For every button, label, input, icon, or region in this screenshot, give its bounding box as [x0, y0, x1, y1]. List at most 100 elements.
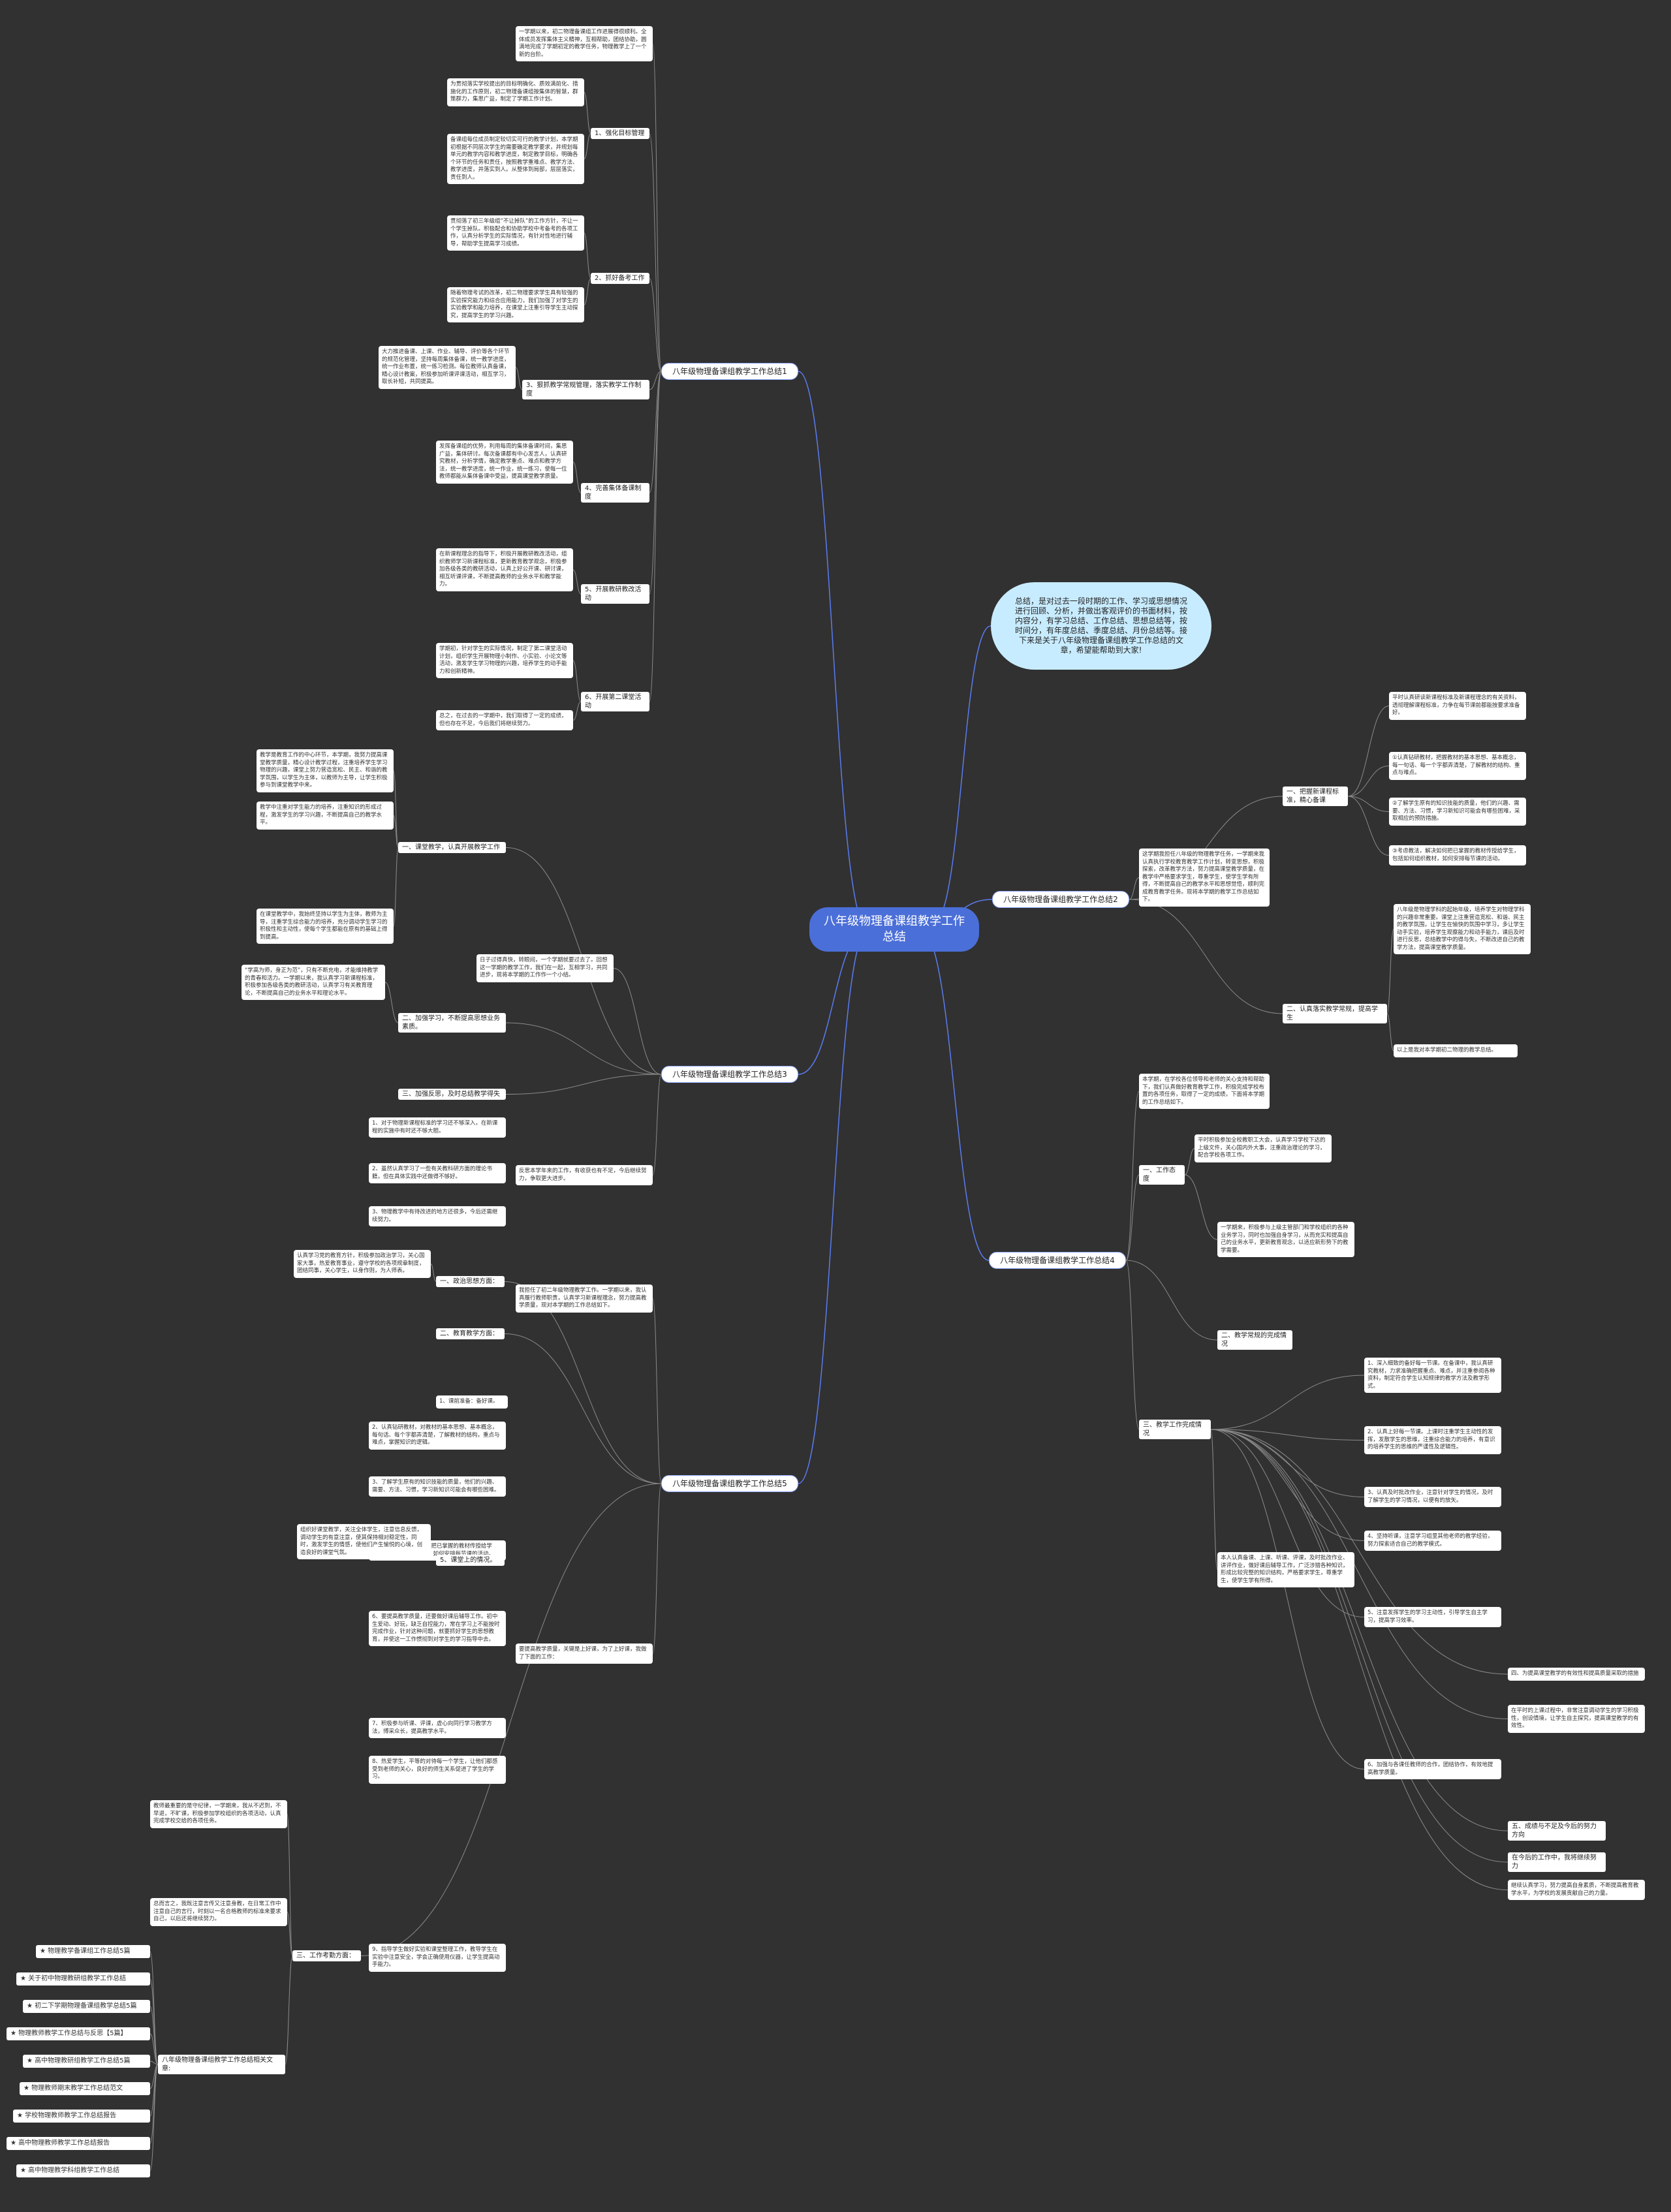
connector-line	[430, 1264, 437, 1282]
connector-line	[798, 371, 869, 930]
connector-line	[285, 1955, 293, 2065]
branch-5-item-2-text-9: 9、指导学生做好实验和课堂整理工作，教导学生在实验中注意安全，学会正确使用仪器，…	[369, 1944, 506, 1972]
branch-1-item-2-text-2: 随着物理考试的改革，初二物理要求学生具有较强的实验探究能力和综合应用能力，我们加…	[447, 287, 584, 322]
branch-3-item-3-text-1: 1、对于物理新课程标准的学习还不够深入，在新课程的实施中有时还不够大胆。	[369, 1117, 506, 1138]
branch-5-item-2-text-7: 7、积极参与听课、评课，虚心向同行学习教学方法，博采众长，提高教学水平。	[369, 1718, 506, 1738]
branch-4-item-3-text-1: 1、深入细致的备好每一节课。在备课中，我认真研究教材，力求准确把握重点、难点，并…	[1364, 1358, 1501, 1393]
related-article-link[interactable]: ★ 初二下学期物理备课组教学总结5篇	[23, 2000, 150, 2013]
branch-1-item-1[interactable]: 1、强化目标管理	[591, 128, 649, 139]
branch-5-item-1[interactable]: 一、政治思想方面：	[436, 1276, 505, 1287]
connector-line	[649, 371, 662, 390]
connector-line	[504, 1333, 662, 1484]
connector-line	[393, 815, 399, 848]
branch-4-item-2[interactable]: 二、教学常规的完成情况	[1217, 1330, 1292, 1350]
connector-line	[613, 968, 662, 1075]
connector-line	[149, 2064, 159, 2172]
connector-line	[1129, 877, 1140, 900]
connector-line	[360, 1483, 662, 1956]
branch-1-intro-text: 一学期以来，初二物理备课组工作进展得很顺利。全体成员发挥集体主义精神，互相帮助，…	[516, 26, 653, 61]
branch-5-item-2-text-2: 2、认真钻研教材，对教材的基本思想、基本概念，每句话、每个字都弄清楚，了解教材的…	[369, 1422, 506, 1450]
branch-1-item-4-text-1: 发挥备课组的优势，利用每周的集体备课时间，集思广益，集体研讨。每次备课都有中心发…	[436, 441, 573, 484]
branch-1-item-3-text-1: 大力推进备课、上课、作业、辅导、评价等各个环节的规范化管理，坚持每周集体备课，统…	[379, 346, 516, 389]
branch-3-item-1[interactable]: 一、课堂教学，认真开展教学工作	[398, 842, 506, 853]
connector-line	[798, 929, 869, 1484]
branch-4-item-1[interactable]: 一、工作态度	[1139, 1165, 1185, 1185]
branch-5-item-2-sub-5[interactable]: 5、课堂上的情况。	[436, 1555, 505, 1566]
branch-1-item-6-text-2: 总之，在过去的一学期中，我们取得了一定的成绩，但也存在不足，今后我们将继续努力。	[436, 710, 573, 730]
branch-5-item-2-text-3: 3、了解学生原有的知识技能的质量，他们的兴趣、需要、方法、习惯，学习新知识可能会…	[369, 1476, 506, 1497]
connector-line	[1386, 929, 1394, 1014]
branch-summary-3[interactable]: 八年级物理备课组教学工作总结3	[661, 1066, 798, 1083]
branch-2-item-1[interactable]: 一、把握新课程标准，精心备课	[1283, 787, 1348, 806]
branch-4-sub-4c-text: 继续认真学习，努力提高自身素质，不断提高教育教学水平，为学校的发展贡献自己的力量…	[1508, 1880, 1645, 1900]
connector-line	[393, 770, 399, 848]
branch-3-item-2[interactable]: 二、加强学习，不断提高思想业务素质。	[398, 1013, 506, 1033]
connector-line	[1125, 1091, 1140, 1261]
branch-4-item-1-text-2: 一学期来，积极参与上级主管部门和学校组织的各种业务学习，同时也加强自身学习，从而…	[1217, 1222, 1354, 1257]
branch-5-item-3-text-2: 总而言之，我既注意言传又注意身教，在日常工作中注意自己的言行，时刻以一名合格教师…	[150, 1898, 287, 1926]
branch-2-item-2-text-1: 八年级是物理学科的起始年级，培养学生对物理学科的兴趣非常重要。课堂上注重营造宽松…	[1394, 904, 1531, 954]
branch-summary-4[interactable]: 八年级物理备课组教学工作总结4	[989, 1252, 1126, 1269]
branch-1-item-4[interactable]: 4、完善集体备课制度	[581, 483, 649, 503]
connector-line	[505, 1074, 662, 1095]
branch-2-item-2[interactable]: 二、认真落实教学常规，提高学生	[1283, 1004, 1387, 1023]
branch-1-item-1-text-1: 为贯彻落实学校提出的目标明确化、质效满前化、措施化的工作原则，初二物理备课组按集…	[447, 78, 584, 106]
branch-summary-1[interactable]: 八年级物理备课组教学工作总结1	[661, 363, 798, 380]
related-article-link[interactable]: ★ 物理教师期末教学工作总结范文	[20, 2082, 150, 2095]
related-article-link[interactable]: ★ 关于初中物理教研组教学工作总结	[16, 1972, 150, 1986]
related-article-link[interactable]: ★ 学校物理教师教学工作总结报告	[13, 2110, 150, 2123]
related-article-link[interactable]: ★ 物理教学备课组工作总结5篇	[36, 1945, 150, 1958]
branch-summary-5[interactable]: 八年级物理备课组教学工作总结5	[661, 1475, 798, 1492]
branch-5-item-1-text-1: 认真学习党的教育方针，积极参加政治学习，关心国家大事，热爱教育事业，遵守学校的各…	[294, 1250, 431, 1278]
connector-line	[1210, 1429, 1365, 1441]
related-article-link[interactable]: ★ 物理教师教学工作总结与反思【5篇】	[7, 2027, 150, 2040]
branch-3-item-3-text-4: 反思本学年来的工作，有收获也有不足，今后继续努力，争取更大进步。	[516, 1165, 653, 1185]
branch-1-item-6[interactable]: 6、开展第二课堂活动	[581, 692, 649, 711]
connector-line	[149, 2033, 159, 2065]
connector-line	[1210, 1429, 1365, 1769]
connector-line	[149, 2006, 159, 2065]
branch-5-intro-text: 我担任了初二年级物理教学工作。一学期以来，我认真履行教师职责，认真学习新课程理念…	[516, 1285, 653, 1313]
connector-line	[1210, 1429, 1508, 1863]
connector-line	[933, 625, 992, 924]
related-article-link[interactable]: ★ 高中物理教学科组教学工作总结	[16, 2164, 150, 2177]
branch-4-sub-4a[interactable]: 四、为提高课堂教学的有效性和提高质量采取的措施	[1508, 1668, 1645, 1681]
branch-1-item-5-text-1: 在新课程理念的指导下，积极开展教研教改活动，组织教师学习新课程标准，更新教育教学…	[436, 548, 573, 591]
branch-4-item-3-text-5: 5、注意发挥学生的学习主动性，引导学生自主学习，提高学习效率。	[1364, 1607, 1501, 1627]
related-article-link[interactable]: ★ 高中物理教师教学工作总结报告	[7, 2137, 150, 2150]
connector-line	[393, 847, 399, 927]
branch-1-item-2-text-1: 贯彻落了初三年级组“不让掉队”的工作方针，不让一个学生掉队。积极配合和协助学校中…	[447, 215, 584, 251]
branch-4-sub-4c[interactable]: 在今后的工作中，我将继续努力	[1508, 1852, 1606, 1872]
branch-4-sub-4b[interactable]: 五、成绩与不足及今后的努力方向	[1508, 1821, 1606, 1841]
connector-line	[652, 1298, 662, 1484]
related-article-link[interactable]: ★ 高中物理教研组教学工作总结5篇	[23, 2055, 150, 2068]
branch-4-item-3-text-6: 6、加强与各课任教师的合作，团结协作，有效地提高教学质量。	[1364, 1759, 1501, 1779]
branch-1-item-2[interactable]: 2、抓好备考工作	[591, 273, 649, 284]
branch-5-item-3[interactable]: 三、工作考勤方面：	[292, 1950, 361, 1961]
connector-line	[384, 982, 399, 1023]
branch-4-item-3-text-4: 4、坚持听课，注意学习组里其他老师的教学经验，努力探索适合自己的教学模式。	[1364, 1531, 1501, 1551]
branch-5-item-2-text-1: 1、课前准备：备好课。	[436, 1395, 508, 1409]
connector-line	[652, 1483, 662, 1654]
branch-4-item-3[interactable]: 三、教学工作完成情况	[1139, 1420, 1211, 1439]
branch-3-item-3[interactable]: 三、加强反思，及时总结教学得失	[398, 1089, 506, 1100]
branch-1-item-5[interactable]: 5、开展教研教改活动	[581, 584, 649, 604]
branch-summary-2[interactable]: 八年级物理备课组教学工作总结2	[992, 891, 1129, 908]
branch-4-item-3-text-7: 本人认真备课、上课、听课、评课，及时批改作业、讲评作业，做好课后辅导工作，广泛涉…	[1217, 1552, 1354, 1587]
connector-line	[652, 1074, 662, 1176]
branch-1-item-3[interactable]: 3、狠抓教学常规管理，落实教学工作制度	[522, 380, 649, 399]
branch-2-item-2-text-2: 以上是我对本学期初二物理的教学总结。	[1394, 1044, 1518, 1057]
intro-bubble[interactable]: 总结，是对过去一段时期的工作、学习或思想情况进行回顾、分析，并做出客观评价的书面…	[991, 582, 1211, 670]
central-topic[interactable]: 八年级物理备课组教学工作总结	[809, 907, 979, 952]
branch-5-item-2[interactable]: 二、教育教学方面：	[436, 1328, 505, 1339]
connector-line	[1210, 1429, 1508, 1719]
related-articles-title[interactable]: 八年级物理备课组教学工作总结相关文章:	[158, 2055, 285, 2074]
connector-line	[287, 1814, 293, 1956]
connector-line	[920, 929, 990, 1261]
connector-line	[649, 133, 662, 372]
branch-3-item-2-text-1: “学高为师，身正为范”，只有不断充电，才能维持教学的青春和活力。一学期以来，我认…	[242, 965, 385, 1000]
connector-line	[584, 232, 591, 279]
branch-3-item-3-text-2: 2、虽然认真学习了一些有关教科研方面的理论书籍，但在具体实践中还做得不够好。	[369, 1163, 506, 1183]
branch-4-sub-4a-text: 在平时的上课过程中，非常注意调动学生的学习积极性，创设情境，让学生自主探究，提高…	[1508, 1705, 1645, 1733]
